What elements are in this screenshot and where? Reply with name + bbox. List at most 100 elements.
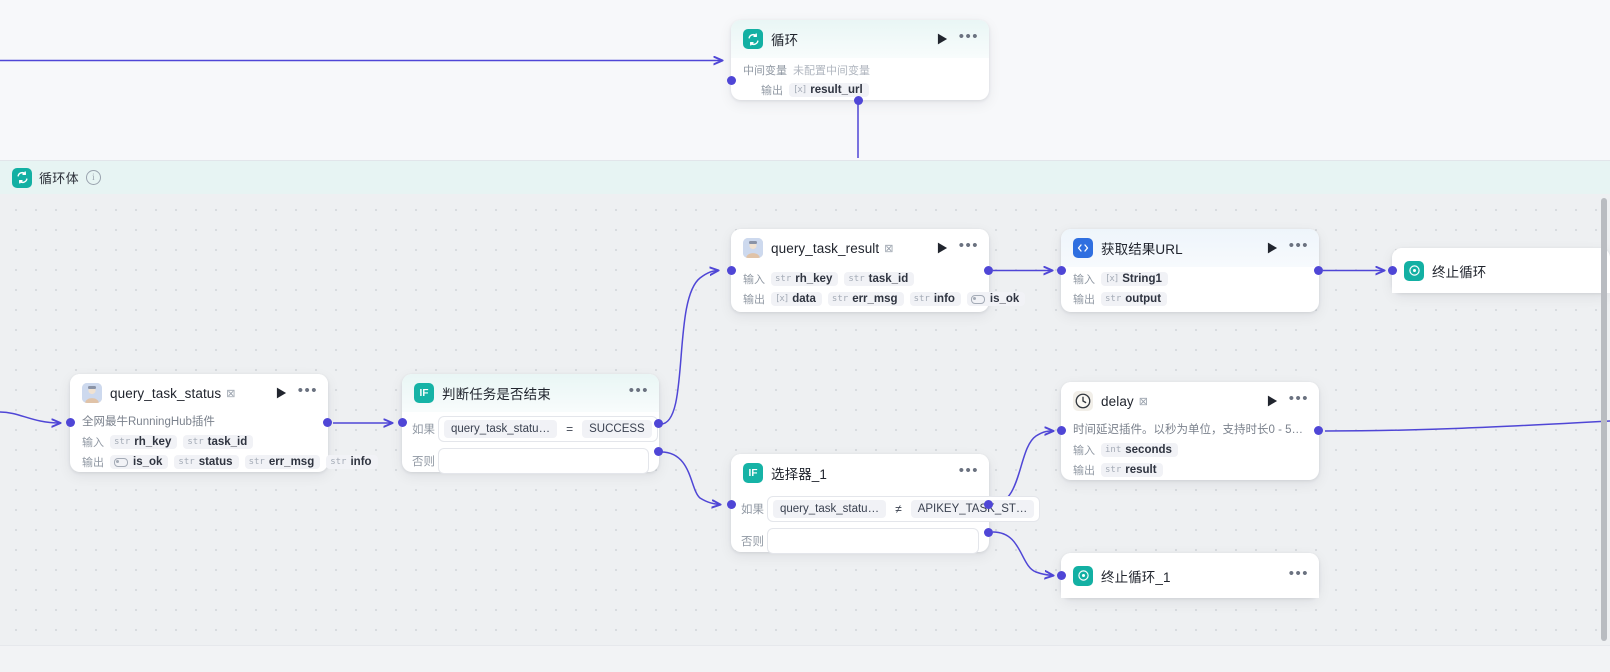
port-input[interactable] bbox=[1057, 426, 1066, 435]
node-menu-button[interactable]: ••• bbox=[1288, 390, 1309, 407]
condition-right-operand[interactable]: SUCCESS bbox=[582, 420, 652, 438]
chip-name: info bbox=[933, 293, 955, 305]
loop-icon bbox=[743, 29, 763, 49]
run-node-button[interactable] bbox=[274, 385, 290, 401]
port-output-false[interactable] bbox=[654, 447, 663, 456]
node-header[interactable]: 获取结果URL ••• bbox=[1061, 229, 1319, 267]
node-menu-button[interactable]: ••• bbox=[958, 237, 979, 254]
type-tag: str bbox=[330, 457, 347, 467]
node-end-loop-1[interactable]: 终止循环_1 ••• bbox=[1057, 553, 1319, 598]
port-output[interactable] bbox=[1314, 426, 1323, 435]
condition-operator[interactable]: ≠ bbox=[895, 502, 902, 516]
info-icon[interactable]: i bbox=[85, 170, 101, 185]
node-title: query_task_status bbox=[110, 385, 222, 401]
node-header[interactable]: 终止循环_1 ••• bbox=[1061, 553, 1319, 598]
node-if-task-done[interactable]: IF 判断任务是否结束 ••• 如果 query_task_statu… = S… bbox=[398, 374, 663, 474]
port-output[interactable] bbox=[323, 418, 332, 427]
node-header[interactable]: query_task_result ⊠ ••• bbox=[731, 229, 989, 267]
loop-body-header[interactable]: 循环体 i bbox=[0, 161, 1610, 194]
condition-key: 如果 bbox=[741, 504, 764, 516]
node-menu-button[interactable]: ••• bbox=[1288, 237, 1309, 254]
port-input[interactable] bbox=[1057, 266, 1066, 275]
condition-left-operand[interactable]: query_task_statu… bbox=[773, 500, 887, 518]
chip-result-url: [x]result_url bbox=[789, 83, 869, 97]
type-tag: str bbox=[248, 457, 265, 467]
run-node-button[interactable] bbox=[1265, 393, 1281, 409]
node-header[interactable]: query_task_status ⊠ ••• bbox=[70, 374, 328, 412]
node-title: 判断任务是否结束 bbox=[442, 387, 551, 402]
port-output-bottom[interactable] bbox=[854, 96, 863, 105]
io-label: 输入 bbox=[1073, 445, 1095, 457]
condition-box[interactable]: query_task_statu… ≠ APIKEY_TASK_ST… bbox=[767, 496, 1041, 522]
run-node-button[interactable] bbox=[935, 31, 951, 47]
chip-name: String1 bbox=[1122, 273, 1162, 285]
node-title: 终止循环 bbox=[1432, 264, 1487, 280]
type-tag: [x] bbox=[793, 85, 807, 95]
condition-row-else: 否则 bbox=[741, 528, 979, 554]
clock-icon bbox=[1073, 391, 1093, 411]
port-input[interactable] bbox=[727, 500, 736, 509]
chip-name: result bbox=[1125, 464, 1157, 476]
io-label: 中间变量 bbox=[743, 65, 787, 77]
loop-icon bbox=[12, 167, 32, 188]
node-badge-icon: ⊠ bbox=[884, 242, 894, 255]
port-output-false[interactable] bbox=[984, 528, 993, 537]
condition-right-operand[interactable]: APIKEY_TASK_ST… bbox=[910, 500, 1035, 518]
node-menu-button[interactable]: ••• bbox=[628, 382, 649, 399]
node-description: 时间延迟插件。以秒为单位，支持时长0 - 59秒。主要用于延迟… bbox=[1073, 424, 1307, 436]
port-input[interactable] bbox=[727, 266, 736, 275]
type-tag: [x] bbox=[1105, 274, 1119, 284]
node-end-loop[interactable]: 终止循环 bbox=[1388, 248, 1610, 293]
node-menu-button[interactable]: ••• bbox=[297, 382, 318, 399]
type-tag: [x] bbox=[775, 294, 789, 304]
node-header[interactable]: delay ⊠ ••• bbox=[1061, 382, 1319, 420]
chip-name: err_msg bbox=[852, 293, 898, 305]
condition-operator[interactable]: = bbox=[566, 422, 574, 436]
node-query-task-status[interactable]: query_task_status ⊠ ••• 全网最牛RunningHub插件… bbox=[66, 374, 378, 472]
type-tag: str bbox=[187, 437, 204, 447]
port-input[interactable] bbox=[1388, 266, 1397, 275]
run-node-button[interactable] bbox=[1265, 240, 1281, 256]
node-menu-button[interactable]: ••• bbox=[958, 462, 979, 479]
run-node-button[interactable] bbox=[935, 240, 951, 256]
io-row-input: 输入 [x]String1 bbox=[1073, 271, 1307, 287]
io-label: 输入 bbox=[743, 274, 765, 286]
port-output[interactable] bbox=[984, 266, 993, 275]
condition-row-else: 否则 bbox=[412, 448, 649, 474]
node-loop-header[interactable]: 循环 ••• bbox=[731, 20, 989, 58]
port-input[interactable] bbox=[1057, 571, 1066, 580]
node-delay[interactable]: delay ⊠ ••• 时间延迟插件。以秒为单位，支持时长0 - 59秒。主要用… bbox=[1057, 382, 1323, 480]
chip-name: err_msg bbox=[268, 456, 315, 468]
port-output[interactable] bbox=[1314, 266, 1323, 275]
type-tag: str bbox=[1105, 294, 1122, 304]
vertical-scrollbar[interactable] bbox=[1601, 198, 1607, 641]
node-header[interactable]: 终止循环 bbox=[1392, 248, 1610, 293]
chip-data: [x]data bbox=[771, 292, 822, 306]
port-input[interactable] bbox=[727, 76, 736, 85]
condition-box-else[interactable] bbox=[438, 448, 649, 474]
condition-box-else[interactable] bbox=[767, 528, 979, 554]
loop-body-title: 循环体 bbox=[39, 171, 79, 186]
node-loop[interactable]: 循环 ••• 中间变量 未配置中间变量 输出 [x]result_url bbox=[727, 20, 989, 105]
condition-box[interactable]: query_task_statu… = SUCCESS bbox=[438, 416, 658, 442]
node-selector-1[interactable]: IF 选择器_1 ••• 如果 query_task_statu… ≠ APIK… bbox=[727, 454, 1041, 554]
port-input[interactable] bbox=[398, 418, 407, 427]
node-loop-body: 中间变量 未配置中间变量 输出 [x]result_url bbox=[731, 62, 989, 108]
port-output-true[interactable] bbox=[984, 500, 993, 509]
node-header[interactable]: IF 判断任务是否结束 ••• bbox=[402, 374, 659, 412]
node-menu-button[interactable]: ••• bbox=[1288, 564, 1309, 582]
port-input[interactable] bbox=[66, 418, 75, 427]
node-menu-button[interactable]: ••• bbox=[958, 28, 979, 45]
port-output-true[interactable] bbox=[654, 419, 663, 428]
condition-key: 否则 bbox=[412, 456, 435, 468]
condition-left-operand[interactable]: query_task_statu… bbox=[444, 420, 558, 438]
node-header[interactable]: IF 选择器_1 ••• bbox=[731, 454, 989, 492]
type-tag bbox=[114, 457, 128, 467]
